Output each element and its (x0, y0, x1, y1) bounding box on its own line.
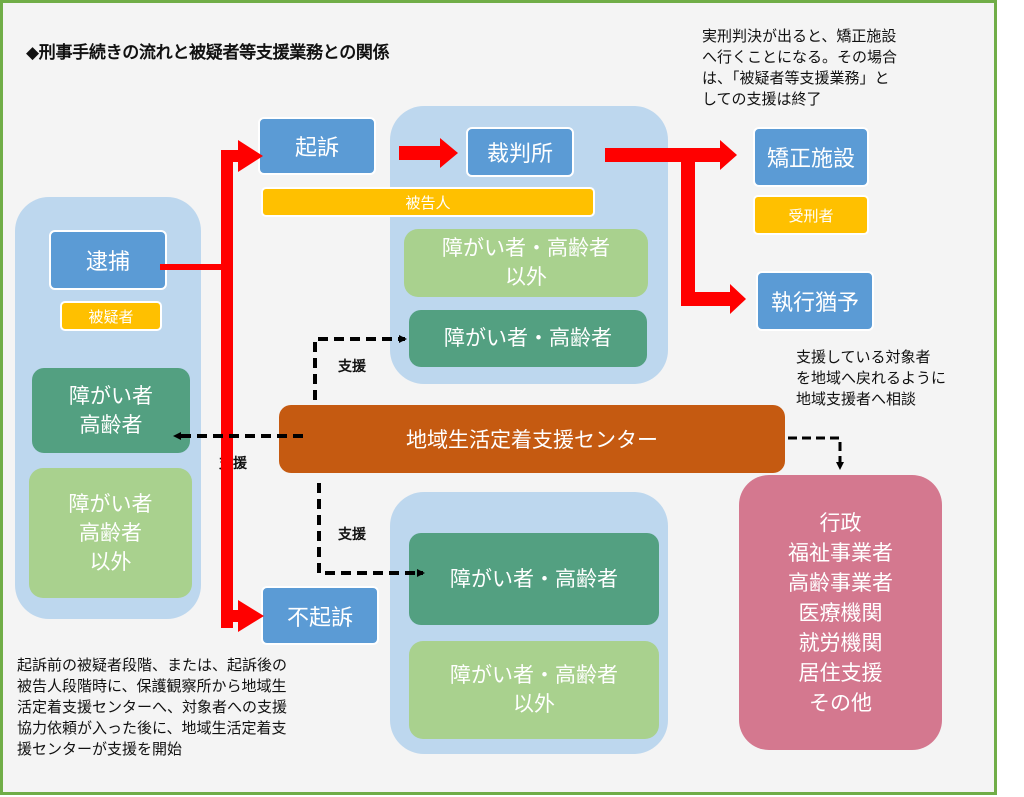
regional-settlement-support-center: 地域生活定着支援センター (279, 405, 785, 473)
group-court-disabled-elderly: 障がい者・高齢者 (409, 310, 647, 367)
group-left-others: 障がい者 高齢者 以外 (29, 468, 192, 598)
group-left-disabled-elderly: 障がい者 高齢者 (32, 368, 190, 453)
group-nonind-others: 障がい者・高齢者 以外 (409, 641, 659, 739)
stage-court: 裁判所 (466, 127, 574, 177)
support-label-court: 支援 (338, 359, 366, 375)
support-label-left: 支援 (219, 456, 247, 472)
note-support-start: 起訴前の被疑者段階、または、起訴後の 被告人段階時に、保護観察所から地域生 活定… (17, 656, 288, 758)
support-label-nonind: 支援 (338, 527, 366, 543)
stage-non-indictment: 不起訴 (261, 586, 379, 645)
diagram-title: ◆刑事手続きの流れと被疑者等支援業務との関係 (26, 43, 390, 63)
note-correctional: 実刑判決が出ると、矯正施設 へ行くことになる。その場合 は、「被疑者等支援業務」… (702, 27, 898, 108)
group-court-others: 障がい者・高齢者 以外 (404, 229, 648, 297)
group-nonind-disabled-elderly: 障がい者・高齢者 (409, 533, 659, 625)
stage-indictment: 起訴 (258, 117, 376, 175)
tag-prisoner: 受刑者 (753, 195, 869, 235)
tag-defendant: 被告人 (261, 187, 595, 217)
stage-correctional: 矯正施設 (753, 127, 869, 187)
community-resources: 行政 福祉事業者 高齢事業者 医療機関 就労機関 居住支援 その他 (739, 475, 942, 750)
stage-arrest: 逮捕 (49, 230, 167, 290)
note-community-consult: 支援している対象者 を地域へ戻れるように 地域支援者へ相談 (796, 348, 947, 408)
tag-suspect: 被疑者 (60, 301, 162, 331)
stage-suspended-sentence: 執行猶予 (756, 271, 874, 331)
